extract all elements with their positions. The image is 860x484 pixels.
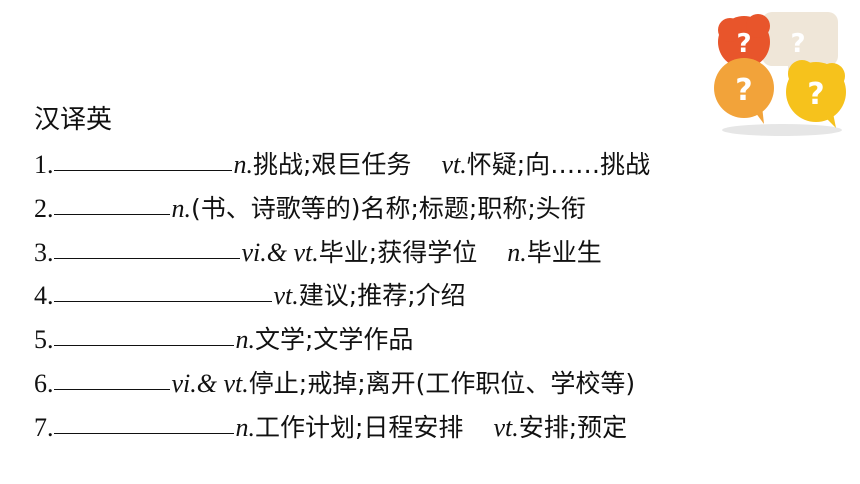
vocab-item-3: 3. vi.& vt. 毕业;获得学位 n. 毕业生 <box>34 231 650 275</box>
item-number: 1. <box>34 150 54 179</box>
part-of-speech: n. <box>235 325 256 355</box>
vocab-list: 1. n. 挑战;艰巨任务 vt. 怀疑;向……挑战 2. n. (书、诗歌等的… <box>34 143 650 450</box>
answer-blank[interactable] <box>53 188 170 215</box>
svg-text:?: ? <box>736 29 751 59</box>
part-of-speech: vt. <box>273 281 299 311</box>
definition: 停止;戒掉;离开(工作职位、学校等) <box>248 368 636 398</box>
part-of-speech: vt. <box>493 412 519 442</box>
answer-blank[interactable] <box>53 407 234 434</box>
definition: 建议;推荐;介绍 <box>298 281 466 311</box>
vocab-item-1: 1. n. 挑战;艰巨任务 vt. 怀疑;向……挑战 <box>34 143 650 187</box>
definition: (书、诗歌等的)名称;标题;职称;头衔 <box>191 193 586 223</box>
part-of-speech: n. <box>171 193 192 223</box>
definition: 挑战;艰巨任务 <box>253 150 412 179</box>
item-number: 2. <box>34 193 54 223</box>
answer-blank[interactable] <box>53 275 272 303</box>
part-of-speech: vt. <box>441 150 467 179</box>
answer-blank[interactable] <box>53 232 240 259</box>
section-heading: 汉译英 <box>34 105 113 135</box>
part-of-speech: vi.& vt. <box>241 237 319 267</box>
part-of-speech: vi.& vt. <box>171 368 249 398</box>
vocab-item-5: 5. n. 文学;文学作品 <box>34 318 650 362</box>
definition: 毕业生 <box>526 237 602 267</box>
definition: 安排;预定 <box>518 412 628 442</box>
vocab-item-6: 6. vi.& vt. 停止;戒掉;离开(工作职位、学校等) <box>34 362 650 406</box>
definition: 工作计划;日程安排 <box>255 412 464 442</box>
item-number: 6. <box>34 368 54 398</box>
answer-blank[interactable] <box>53 363 170 390</box>
svg-text:?: ? <box>735 73 752 108</box>
answer-blank[interactable] <box>53 319 234 347</box>
part-of-speech: n. <box>507 237 527 267</box>
question-bubbles-icon: ? ? ? ? <box>714 12 846 136</box>
definition: 文学;文学作品 <box>255 325 414 355</box>
vocab-item-7: 7. n. 工作计划;日程安排 vt. 安排;预定 <box>34 406 650 450</box>
definition: 怀疑;向……挑战 <box>466 150 651 179</box>
vocab-item-4: 4. vt. 建议;推荐;介绍 <box>34 274 650 318</box>
part-of-speech: n. <box>235 412 256 442</box>
answer-blank[interactable] <box>53 144 232 171</box>
item-number: 4. <box>34 281 54 311</box>
svg-text:?: ? <box>807 77 824 112</box>
part-of-speech: n. <box>233 150 254 179</box>
definition: 毕业;获得学位 <box>318 237 478 267</box>
item-number: 5. <box>34 325 54 355</box>
vocab-item-2: 2. n. (书、诗歌等的)名称;标题;职称;头衔 <box>34 187 650 231</box>
item-number: 3. <box>34 237 54 267</box>
item-number: 7. <box>34 412 54 442</box>
svg-text:?: ? <box>790 29 805 59</box>
